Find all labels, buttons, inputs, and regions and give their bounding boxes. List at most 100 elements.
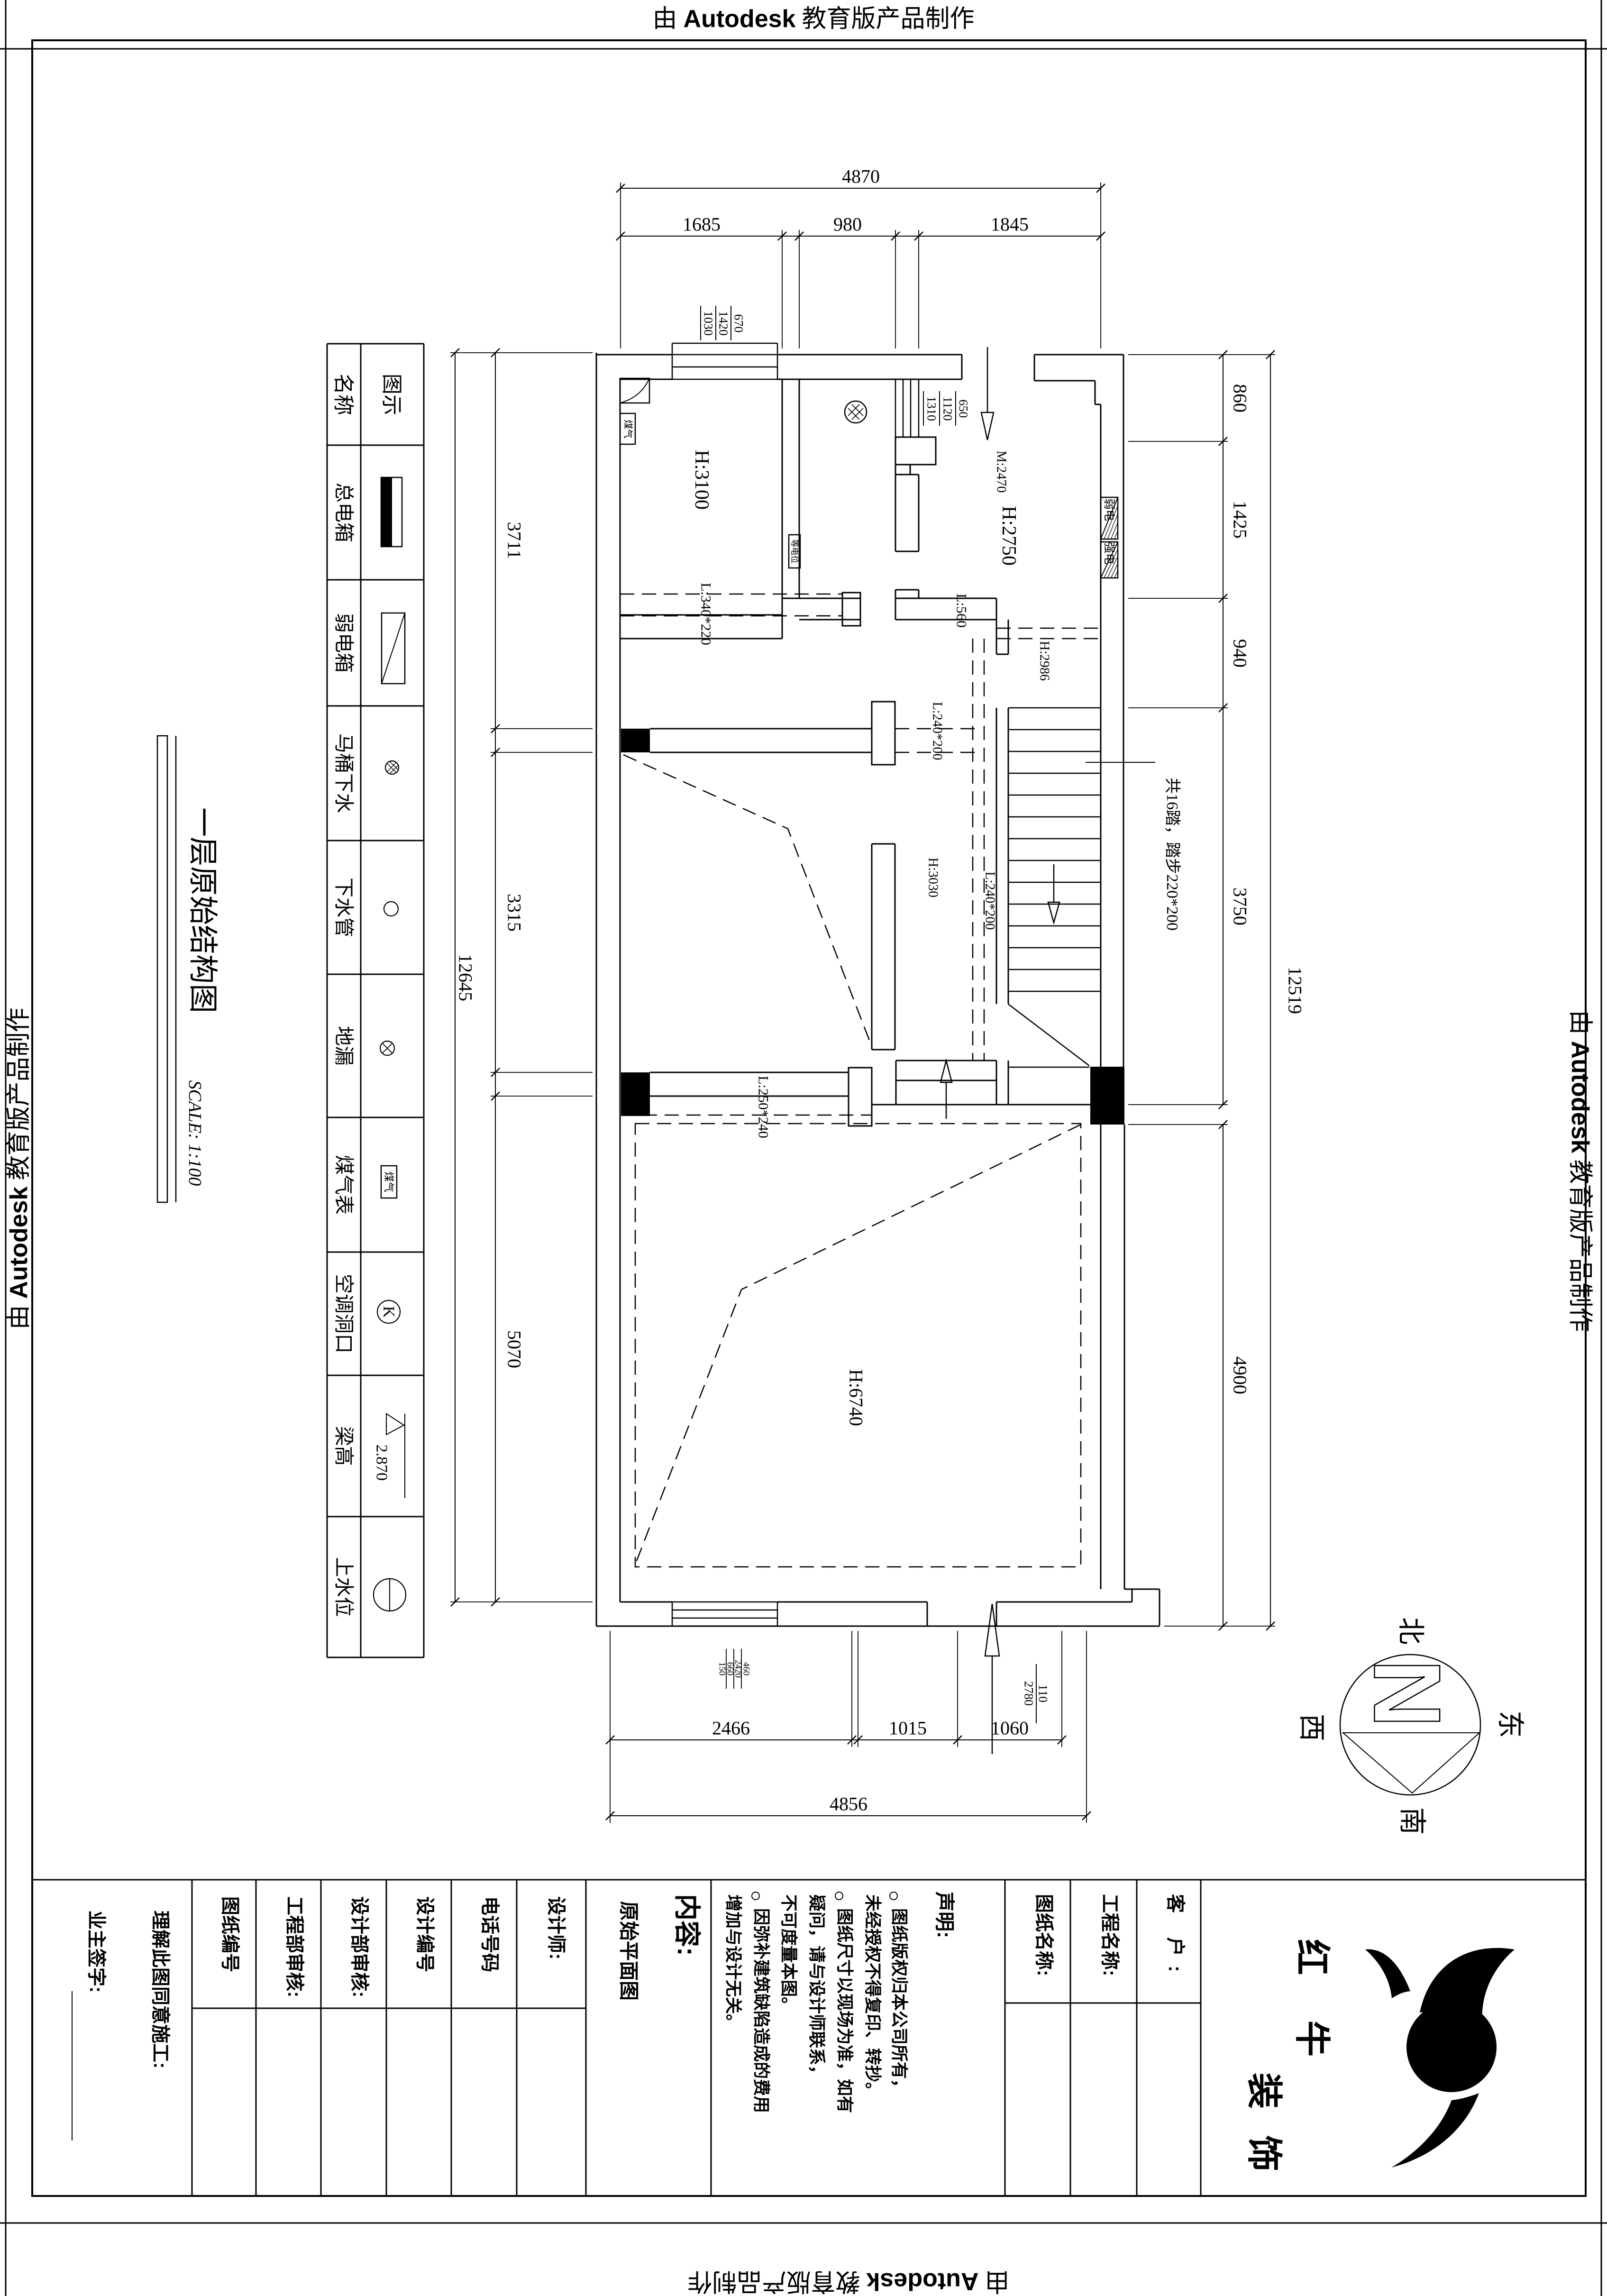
beam-label-entry: L:560 [954, 594, 969, 628]
legend-sym-beam-value: 2.870 [373, 1445, 391, 1481]
banner-prefix: 由 [6, 1299, 33, 1329]
dim-text: 1425 [1230, 501, 1251, 539]
tb-designer: 设计师: [546, 1896, 566, 1959]
legend-sym-toilet [384, 760, 400, 775]
autodesk-banners: 由 Autodesk 教育版产品制作 由 Autodesk 教育版产品制作 由 … [5, 5, 1594, 2295]
dim-text: 4856 [830, 1793, 867, 1815]
toilet-drain-hatch [848, 404, 864, 420]
room-label-kitchen: H:3100 [691, 450, 712, 510]
void-dash-rect [634, 1123, 1082, 1568]
hatch-line [1114, 570, 1118, 578]
banner-suffix: 教育版产品制作 [795, 6, 974, 33]
legend-sym-gasmeter [380, 1165, 398, 1199]
banner-suffix: 教育版产品制作 [6, 1008, 33, 1187]
floor-plan [595, 342, 1160, 1627]
column-black [621, 1072, 650, 1116]
compass: N 北 东 西 南 [1297, 1617, 1526, 1835]
statement-bullet [889, 1892, 898, 1900]
legend-sym-beam-tri [386, 1413, 405, 1436]
dim-text: 3711 [504, 522, 525, 559]
banner-suffix: 教育版产品制作 [688, 2268, 867, 2295]
stair-down-arrow-head [1047, 901, 1060, 925]
statement-bullet [751, 1892, 760, 1900]
banner-suffix: 教育版产品制作 [1567, 1153, 1594, 1332]
legend-row-name: 煤气表 [332, 1155, 354, 1215]
legend-row-name: 总电箱 [332, 483, 354, 542]
wall-stub [841, 592, 861, 627]
window-dim-stacks: 670 1420 1030 650 1120 1310 460 2420 660… [700, 306, 1050, 1723]
sheet-border [31, 39, 1587, 2197]
legend-sym-ac [376, 1299, 401, 1324]
banner-brand: Autodesk [5, 1186, 33, 1299]
beam-label-kitchen: L:340*220 [698, 583, 714, 645]
flue-curve [620, 378, 650, 403]
dim-text: 3315 [504, 894, 525, 932]
bull-ear [1365, 1949, 1410, 1998]
window-dim: 1310 [925, 396, 939, 421]
dim-text: 1685 [683, 214, 721, 235]
strong-current-label: 强电 [1103, 542, 1115, 565]
stair-note: 共16踏，踏步220*200 [1163, 778, 1181, 931]
wall-pier [871, 701, 896, 766]
gas-meter-label: 煤气 [622, 420, 633, 439]
dim-text: 860 [1230, 384, 1251, 412]
dim-text: 3750 [1230, 887, 1251, 925]
legend-row-name: 弱电箱 [332, 613, 354, 673]
tb-statement-line: 因弥补建筑缺陷造成的费用 [752, 1908, 771, 2113]
legend-sym-main-electric-fill [381, 477, 392, 547]
legend-row-name: 下水管 [332, 878, 354, 937]
dim-text: 12519 [1285, 967, 1306, 1014]
dim-text: 940 [1230, 639, 1251, 668]
hatch-line [1104, 505, 1118, 540]
logo-text-1: 红牛 [1292, 1939, 1332, 2102]
tb-statement-line: 图纸版权归本公司所有， [890, 1908, 909, 2096]
dim-text: 980 [833, 214, 862, 235]
logo-text-2: 装饰 [1244, 2073, 1284, 2198]
dim-text: 1845 [991, 214, 1029, 235]
flue-symbol [619, 377, 650, 404]
tb-design-no: 设计编号 [414, 1896, 435, 1972]
legend-row-name: 空调洞口 [332, 1274, 355, 1354]
legend-sym-floordrain [379, 1040, 395, 1056]
hall-up-arrow-head [940, 1058, 953, 1083]
banner-right: 由 Autodesk 教育版产品制作 [1566, 1010, 1594, 1332]
legend-sym-weak-box [381, 612, 406, 685]
legend-sym-ac-letter: K [380, 1306, 398, 1318]
tb-phone: 电话号码 [479, 1896, 500, 1972]
compass-n-letter: N [1354, 1659, 1460, 1728]
tb-client: 客 户: [1165, 1894, 1186, 1981]
banner-top: 由 Autodesk 教育版产品制作 [653, 5, 975, 33]
hatch-line [1114, 531, 1118, 540]
weak-current-hatch-tri [1100, 497, 1118, 540]
plan-arrows [940, 347, 1155, 1754]
dim-text: 2466 [712, 1718, 750, 1739]
hatch-line [1107, 556, 1118, 578]
tb-statement-line: 增加与设计无关。 [724, 1894, 743, 2031]
column-black [621, 729, 650, 752]
window-dim: 460 [741, 1662, 751, 1676]
strong-current-hatch-tri [1100, 541, 1118, 578]
equipotential-box [788, 534, 801, 569]
legend-table: 名称 图示 总电箱 弱电箱 马桶下水 下水管 地漏 煤气表 空调洞口 梁高 上水… [326, 343, 425, 1658]
legend-sym-weak-diag [381, 613, 405, 684]
stair-break-line [1008, 1004, 1090, 1066]
window-dim: 1120 [941, 396, 955, 421]
legend-sym-toilet-hatch [386, 761, 399, 774]
window-dim: 660 [725, 1662, 735, 1676]
dim-text: 5070 [504, 1330, 525, 1368]
banner-prefix: 由 [978, 2268, 1009, 2295]
legend-sym-floordrain-x [382, 1043, 393, 1053]
hatch-line [1107, 513, 1118, 540]
dim-text: 4900 [1230, 1356, 1251, 1394]
tb-eng-review: 工程部审核: [284, 1896, 305, 1997]
tb-project-name: 工程名称: [1099, 1894, 1120, 1976]
room-label-entry: H:2750 [998, 506, 1020, 566]
ceiling-slope-dash [623, 754, 873, 1048]
tb-content-value: 原始平面图 [618, 1901, 640, 2001]
window-dim: 650 [957, 400, 970, 418]
window-dim: 2420 [733, 1660, 743, 1678]
tb-drawing-no: 图纸编号 [219, 1896, 240, 1972]
legend-sym-drainpipe [383, 901, 399, 917]
window-dim: 2780 [1022, 1681, 1036, 1706]
tb-drawing-name: 图纸名称: [1033, 1894, 1054, 1976]
